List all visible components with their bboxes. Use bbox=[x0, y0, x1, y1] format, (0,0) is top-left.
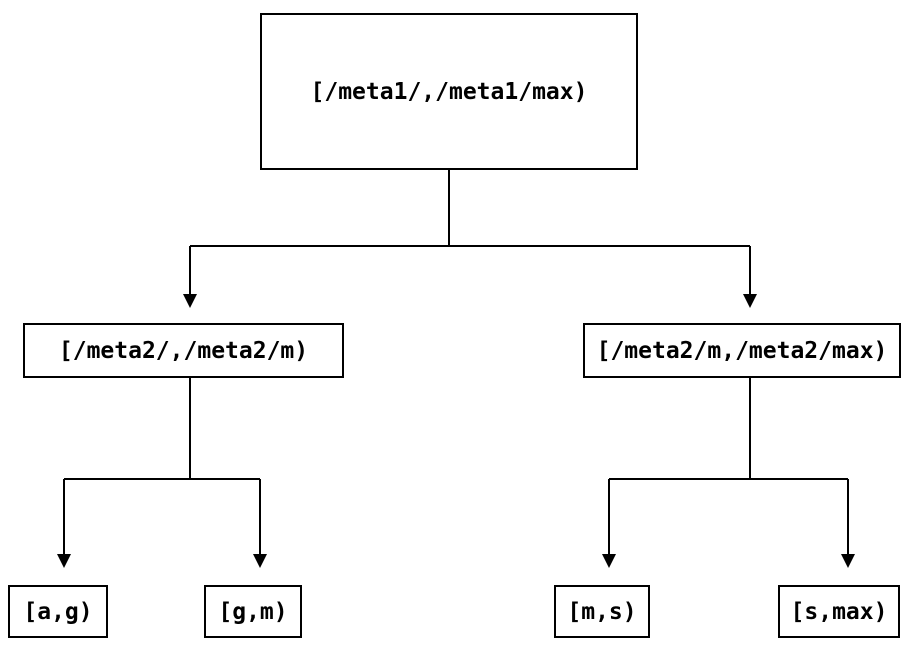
node-root: [/meta1/,/meta1/max) bbox=[260, 13, 638, 170]
node-child-right-label: [/meta2/m,/meta2/max) bbox=[596, 337, 888, 364]
node-leaf-ag-label: [a,g) bbox=[23, 598, 93, 625]
node-leaf-ms-label: [m,s) bbox=[567, 598, 637, 625]
node-leaf-ms: [m,s) bbox=[554, 585, 650, 638]
arrowhead-leaf-ms bbox=[602, 554, 616, 568]
edge-root-to-children bbox=[189, 169, 751, 294]
edge-left-to-leaves bbox=[63, 378, 261, 554]
arrowhead-leaf-smax bbox=[841, 554, 855, 568]
node-leaf-gm: [g,m) bbox=[204, 585, 302, 638]
arrowhead-child-right bbox=[743, 294, 757, 308]
arrowhead-leaf-gm bbox=[253, 554, 267, 568]
node-child-left-label: [/meta2/,/meta2/m) bbox=[58, 337, 309, 364]
node-leaf-gm-label: [g,m) bbox=[218, 598, 288, 625]
node-leaf-smax: [s,max) bbox=[778, 585, 900, 638]
node-root-label: [/meta1/,/meta1/max) bbox=[310, 78, 588, 105]
edge-right-to-leaves bbox=[608, 378, 849, 554]
node-leaf-smax-label: [s,max) bbox=[790, 598, 888, 625]
node-child-left: [/meta2/,/meta2/m) bbox=[23, 323, 344, 378]
arrowhead-leaf-ag bbox=[57, 554, 71, 568]
node-child-right: [/meta2/m,/meta2/max) bbox=[583, 323, 901, 378]
arrowhead-child-left bbox=[183, 294, 197, 308]
node-leaf-ag: [a,g) bbox=[8, 585, 108, 638]
